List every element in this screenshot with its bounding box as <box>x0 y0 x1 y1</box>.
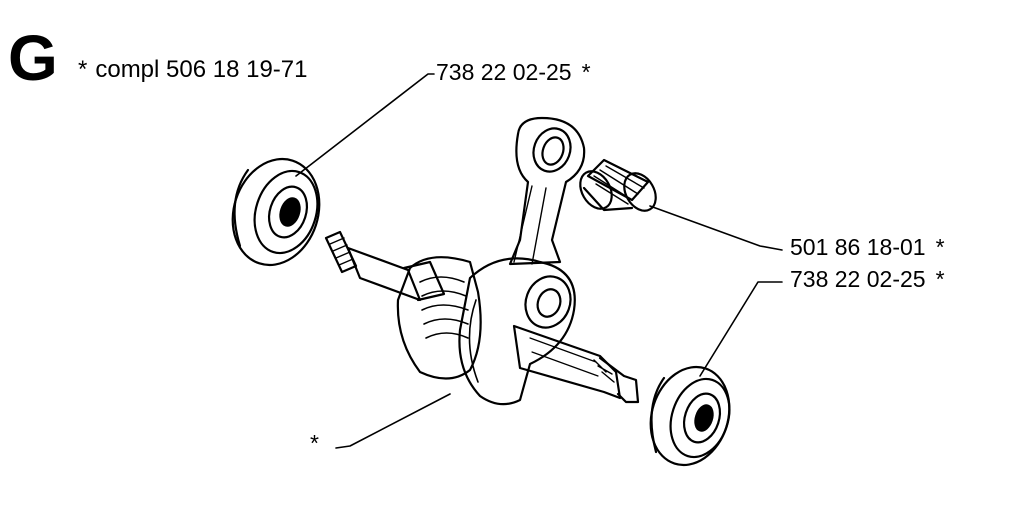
part-marker: * <box>581 59 591 85</box>
leader-needle-bearing <box>649 205 783 251</box>
crankshaft-drawing <box>324 116 640 406</box>
part-number: 738 22 02-25 <box>436 59 572 85</box>
leader-top-bearing <box>295 73 435 177</box>
leader-crankshaft <box>335 393 451 449</box>
callout-crankshaft: * <box>310 430 319 457</box>
bottom-ball-bearing-drawing <box>649 365 731 467</box>
part-number: 501 86 18-01 <box>790 234 926 260</box>
complete-kit-label: * compl 506 18 19-71 <box>78 56 308 84</box>
callout-needle-bearing: 501 86 18-01 * <box>790 234 945 261</box>
part-marker: * <box>935 266 945 292</box>
part-marker: * <box>935 234 945 260</box>
leader-lines <box>295 73 783 449</box>
leader-bottom-bearing <box>699 281 783 377</box>
needle-bearing-drawing <box>579 158 657 212</box>
part-marker: * <box>310 430 319 456</box>
callout-bottom-bearing: 738 22 02-25 * <box>790 266 945 293</box>
top-ball-bearing-drawing <box>231 157 321 267</box>
callout-top-bearing: 738 22 02-25 * <box>436 59 591 86</box>
part-number: 738 22 02-25 <box>790 266 926 292</box>
kit-part-number: compl 506 18 19-71 <box>95 56 308 83</box>
kit-marker: * <box>78 56 88 83</box>
section-letter: G <box>8 22 58 94</box>
